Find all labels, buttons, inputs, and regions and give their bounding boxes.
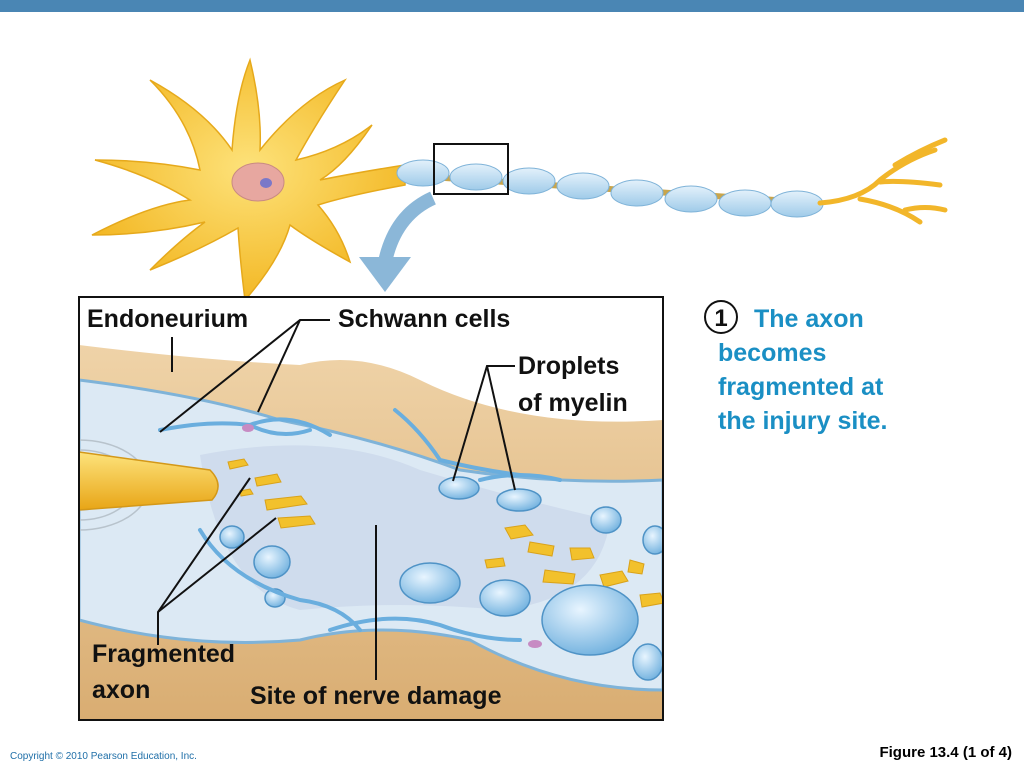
zoom-box — [433, 143, 509, 195]
copyright-notice: Copyright © 2010 Pearson Education, Inc. — [10, 751, 197, 762]
intact-axon — [79, 451, 219, 511]
label-endoneurium: Endoneurium — [87, 305, 249, 333]
label-fragmented-axon-line2: axon — [92, 676, 151, 704]
label-site-of-nerve-damage: Site of nerve damage — [250, 682, 502, 710]
magnified-view-border — [78, 296, 664, 721]
label-droplets-of-myelin-line1: Droplets — [518, 352, 620, 380]
label-schwann-cells: Schwann cells — [338, 305, 511, 333]
nucleolus — [260, 178, 272, 188]
nucleus — [231, 162, 285, 202]
magnified-view — [78, 296, 664, 721]
neuron-cell-body — [91, 57, 406, 302]
label-fragmented-axon-line1: Fragmented — [92, 640, 236, 668]
schwann-cell-processes — [158, 408, 562, 642]
step-text-line: fragmented at — [718, 373, 884, 401]
leader-lines — [157, 319, 516, 680]
step-text-line: the injury site. — [718, 407, 888, 435]
axon-terminals — [817, 137, 948, 225]
label-droplets-of-myelin-line2: of myelin — [518, 389, 628, 417]
neuron — [91, 57, 948, 302]
step-number-badge: 1 — [704, 300, 738, 334]
schwann-nucleus — [242, 424, 254, 432]
zoom-arrow — [359, 191, 437, 292]
step-description: The axon becomes fragmented at the injur… — [718, 302, 948, 438]
header-bar — [0, 0, 1024, 12]
step-text-line: becomes — [718, 339, 827, 367]
myelin-sheath — [396, 159, 824, 218]
schwann-nucleus — [528, 640, 542, 648]
step-text-line: The axon — [754, 305, 864, 333]
figure-reference: Figure 13.4 (1 of 4) — [879, 744, 1012, 761]
